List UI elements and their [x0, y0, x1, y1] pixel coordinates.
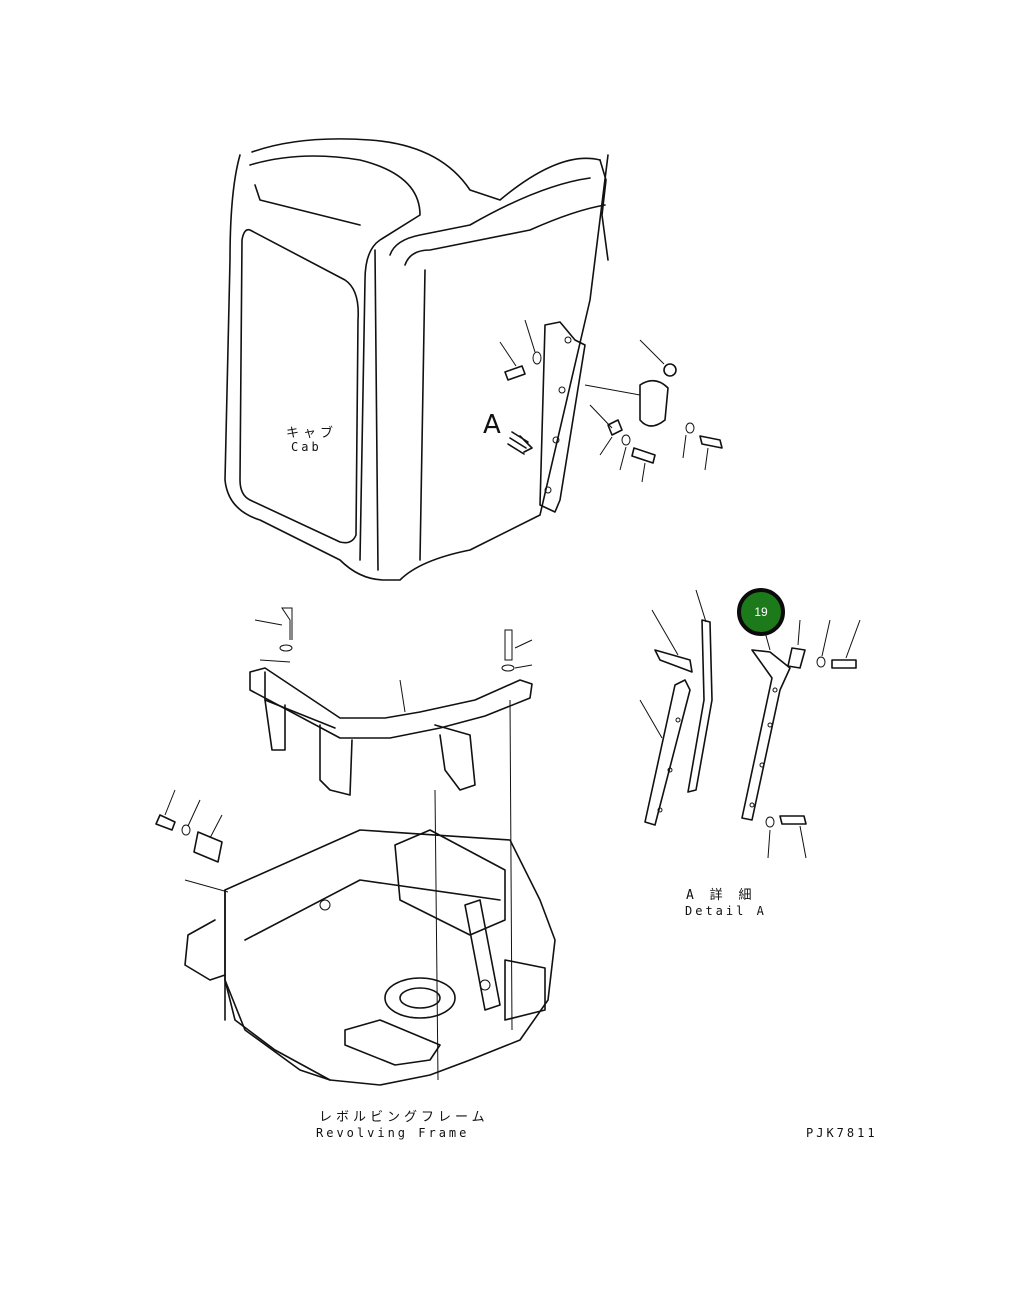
- callout-number: 19: [754, 605, 768, 619]
- frame-drawing: [155, 607, 556, 1086]
- frame-label-en: Revolving Frame: [316, 1126, 470, 1140]
- cab-label-jp: キャブ: [286, 426, 338, 441]
- detail-label-jp: A 詳 細: [686, 888, 756, 903]
- cab-drawing: [224, 138, 723, 581]
- callout-badge-19[interactable]: 19: [737, 588, 785, 636]
- detail-label-en: Detail A: [685, 904, 767, 918]
- detail-a-drawing: [639, 589, 861, 859]
- drawing-code: PJK7811: [806, 1126, 878, 1140]
- frame-label-jp: レボルビングフレーム: [319, 1110, 489, 1125]
- cab-label-en: Cab: [291, 440, 322, 454]
- view-a-marker: A: [483, 410, 501, 440]
